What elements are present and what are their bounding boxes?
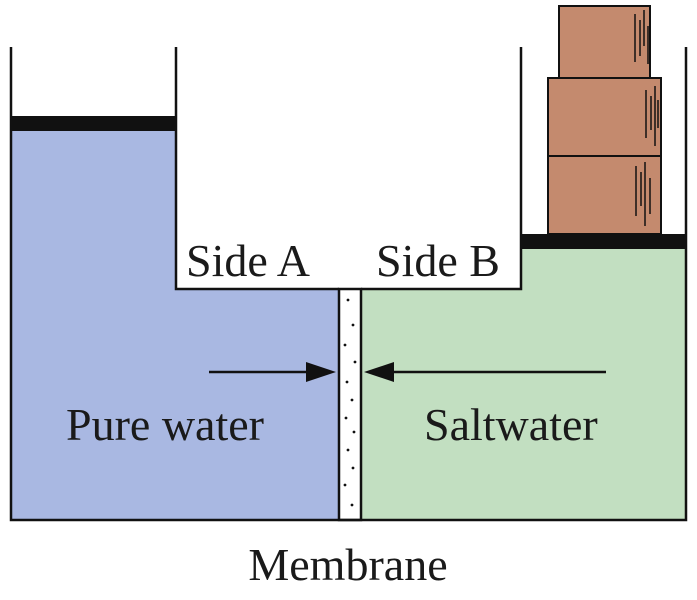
arrow-left — [364, 362, 606, 382]
pure-water-region — [11, 130, 339, 520]
weight-stack — [547, 5, 662, 235]
saltwater-region — [361, 248, 686, 520]
weight-block — [547, 155, 662, 235]
piston-side-b — [521, 234, 686, 249]
piston-side-a — [11, 116, 176, 131]
pure-water-label: Pure water — [66, 399, 264, 450]
membrane-pores — [343, 298, 357, 507]
weight-block — [547, 77, 662, 157]
weight-texture-lines — [634, 10, 659, 226]
membrane-label: Membrane — [248, 539, 447, 590]
side-a-label: Side A — [186, 235, 310, 286]
saltwater-label: Saltwater — [424, 399, 598, 450]
weight-block — [558, 5, 651, 79]
side-b-label: Side B — [376, 235, 500, 286]
arrow-right — [209, 362, 336, 382]
membrane — [337, 287, 363, 522]
